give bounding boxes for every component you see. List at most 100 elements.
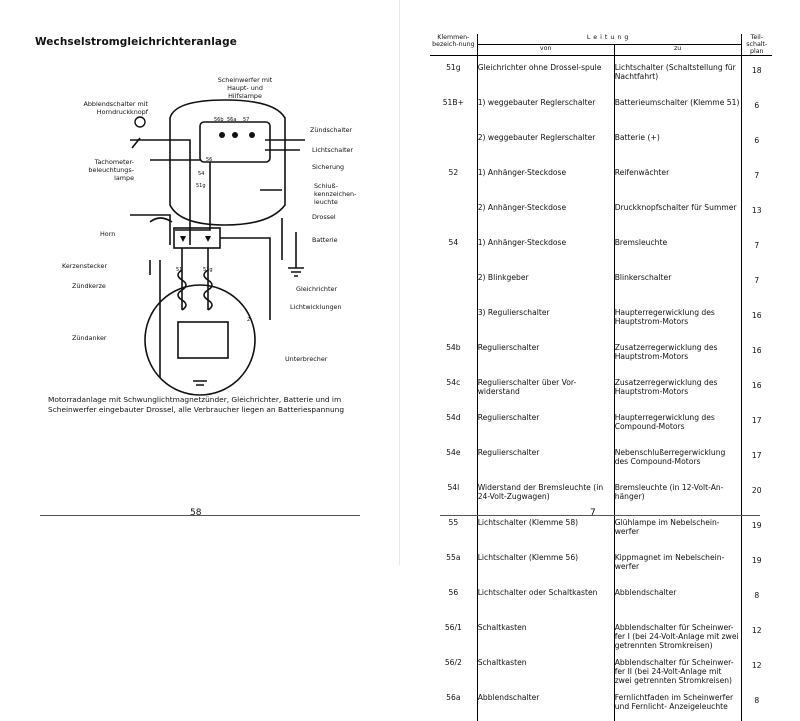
- label-zuendschalter: Zündschalter: [310, 126, 352, 134]
- terminal-label: 51g: [203, 266, 213, 274]
- to-cell: Abblendschalter für Scheinwer-fer I (bei…: [614, 616, 741, 651]
- label-schlussleuchte: Schluß-kennzeichen-leuchte: [314, 182, 364, 206]
- terminal-cell: 56a: [430, 686, 477, 721]
- terminal-cell: 54: [430, 231, 477, 266]
- connections-table: Klemmen-bezeich-nung Leitung Teil-schalt…: [430, 34, 772, 721]
- terminal-label: 2: [247, 316, 250, 324]
- to-cell: Batterie (+): [614, 126, 741, 161]
- terminal-cell: 52: [430, 161, 477, 196]
- to-cell: Blinkerschalter: [614, 266, 741, 301]
- terminal-label: 56a: [227, 116, 236, 124]
- schematic-cell: 13: [741, 196, 772, 231]
- schematic-cell: 6: [741, 126, 772, 161]
- label-zuendanker: Zündanker: [72, 334, 107, 342]
- right-page: Klemmen-bezeich-nung Leitung Teil-schalt…: [400, 0, 800, 565]
- terminal-cell: 54e: [430, 441, 477, 476]
- label-lichtschalter: Lichtschalter: [312, 146, 353, 154]
- terminal-label: 57: [243, 116, 249, 124]
- terminal-cell: 54l: [430, 476, 477, 511]
- schematic-cell: 20: [741, 476, 772, 511]
- from-cell: Regulierschalter: [477, 336, 614, 371]
- schematic-cell: 6: [741, 91, 772, 126]
- from-cell: 1) Anhänger-Steckdose: [477, 161, 614, 196]
- schematic-cell: 7: [741, 231, 772, 266]
- schematic-cell: 18: [741, 56, 772, 92]
- to-cell: Bremsleuchte (in 12-Volt-An-hänger): [614, 476, 741, 511]
- from-cell: Schaltkasten: [477, 651, 614, 686]
- from-cell: Regulierschalter: [477, 406, 614, 441]
- from-cell: Gleichrichter ohne Drossel-spule: [477, 56, 614, 92]
- terminal-label: 54: [198, 170, 204, 178]
- schematic-cell: 16: [741, 336, 772, 371]
- from-cell: 1) weggebauter Reglerschalter: [477, 91, 614, 126]
- from-cell: Schaltkasten: [477, 616, 614, 651]
- from-cell: 2) Anhänger-Steckdose: [477, 196, 614, 231]
- terminal-cell: 54d: [430, 406, 477, 441]
- schematic-cell: 7: [741, 161, 772, 196]
- label-kerzenstecker: Kerzenstecker: [62, 262, 107, 270]
- to-cell: Glühlampe im Nebelschein-werfer: [614, 511, 741, 546]
- to-cell: Nebenschlußerregerwicklung des Compound-…: [614, 441, 741, 476]
- from-cell: Regulierschalter über Vor-widerstand: [477, 371, 614, 406]
- to-cell: Haupterregerwicklung des Hauptstrom-Moto…: [614, 301, 741, 336]
- terminal-cell: 55: [430, 511, 477, 546]
- from-cell: Lichtschalter oder Schaltkasten: [477, 581, 614, 616]
- label-zuendkerze: Zündkerze: [72, 282, 106, 290]
- from-cell: 1) Anhänger-Steckdose: [477, 231, 614, 266]
- label-horn: Horn: [100, 230, 115, 238]
- terminal-label: 56: [206, 156, 212, 164]
- schematic-cell: 17: [741, 406, 772, 441]
- schematic-cell: 19: [741, 511, 772, 546]
- terminal-cell: 51g: [430, 56, 477, 92]
- label-unterbrecher: Unterbrecher: [285, 355, 327, 363]
- terminal-cell: [430, 126, 477, 161]
- footer-rule: [40, 515, 360, 516]
- from-cell: 2) weggebauter Reglerschalter: [477, 126, 614, 161]
- terminal-cell: [430, 196, 477, 231]
- label-tachometer: Tachometer-beleuchtungs-lampe: [74, 158, 134, 182]
- label-lichtwicklungen: Lichtwicklungen: [290, 303, 342, 311]
- from-cell: 2) Blinkgeber: [477, 266, 614, 301]
- label-abblendschalter: Abblendschalter mit Horndruckknopf: [62, 100, 148, 116]
- terminal-cell: 55a: [430, 546, 477, 581]
- to-cell: Kippmagnet im Nebelschein-werfer: [614, 546, 741, 581]
- from-cell: 3) Regulierschalter: [477, 301, 614, 336]
- schematic-cell: 16: [741, 301, 772, 336]
- header-klemmen: Klemmen-bezeich-nung: [430, 34, 477, 56]
- schematic-cell: 12: [741, 651, 772, 686]
- terminal-cell: 54c: [430, 371, 477, 406]
- from-cell: Lichtschalter (Klemme 56): [477, 546, 614, 581]
- header-von: von: [477, 44, 614, 55]
- header-teilschaltplan: Teil-schalt-plan: [741, 34, 772, 56]
- page-number: 7: [590, 508, 596, 518]
- header-zu: zu: [614, 44, 741, 55]
- header-leitung: Leitung: [477, 34, 741, 44]
- schematic-cell: 7: [741, 266, 772, 301]
- from-cell: Abblendschalter: [477, 686, 614, 721]
- to-cell: Abblendschalter für Scheinwer-fer II (be…: [614, 651, 741, 686]
- schematic-cell: 19: [741, 546, 772, 581]
- schematic-cell: 17: [741, 441, 772, 476]
- terminal-cell: 56/1: [430, 616, 477, 651]
- footer-rule: [440, 515, 760, 516]
- schematic-cell: 16: [741, 371, 772, 406]
- schematic-cell: 8: [741, 581, 772, 616]
- schematic-cell: 8: [741, 686, 772, 721]
- to-cell: Reifenwächter: [614, 161, 741, 196]
